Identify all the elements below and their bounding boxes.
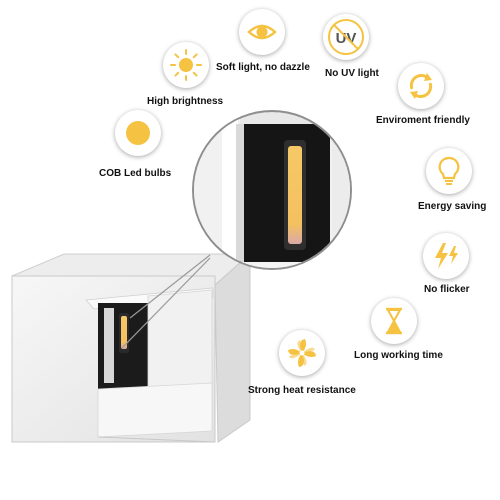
- fan-icon: [279, 330, 325, 376]
- hourglass-icon: [371, 298, 417, 344]
- lightning-icon: [423, 233, 469, 279]
- cob-bulb-icon: [115, 110, 161, 156]
- lightbulb-icon: [426, 148, 472, 194]
- sun-icon: [163, 42, 209, 88]
- recycle-icon: [398, 63, 444, 109]
- magnified-led-view: [192, 110, 352, 270]
- no-uv-icon: UV: [323, 14, 369, 60]
- eye-icon: [239, 9, 285, 55]
- wall-lamp: [11, 252, 252, 443]
